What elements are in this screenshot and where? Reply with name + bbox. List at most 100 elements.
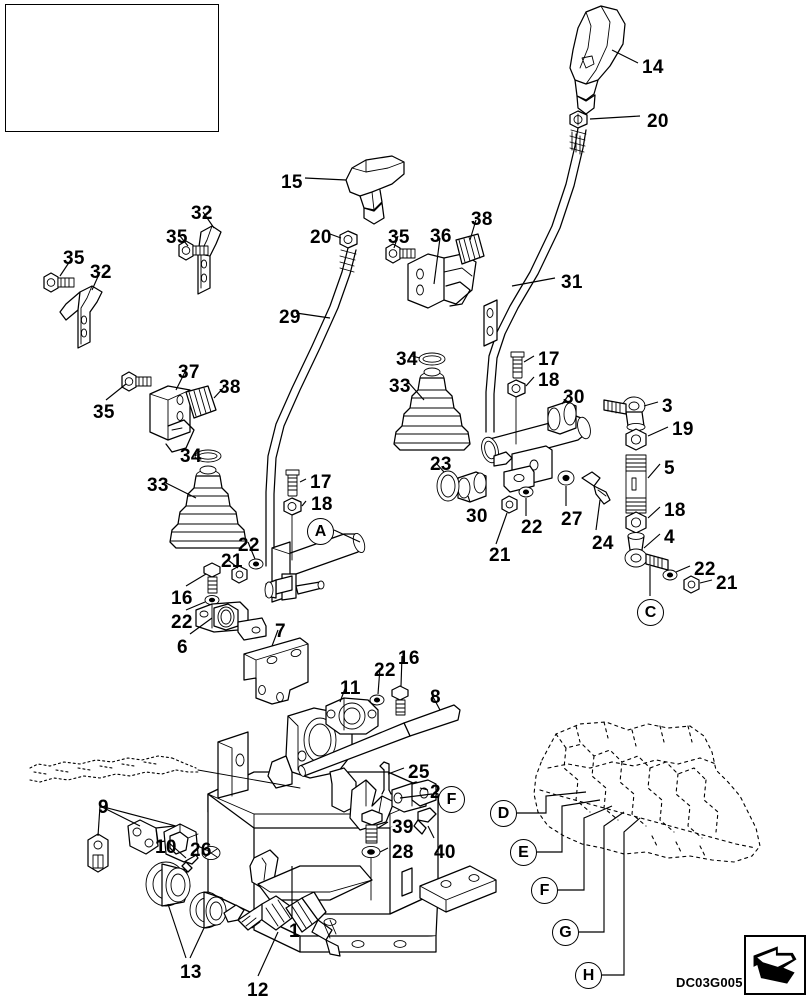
item-number-22-bearing: 22 [374,660,396,681]
callout-C: C [637,599,664,626]
bolt-16-left [203,562,221,594]
pin-8 [298,704,461,777]
link-9-right [163,823,199,863]
item-number-35-right: 35 [388,227,410,248]
washer-26 [201,845,221,861]
bolt-35-left2 [121,371,152,392]
boot-33-right [393,367,471,451]
callout-E: E [510,839,537,866]
item-number-18-right: 18 [538,370,560,391]
nut-19 [625,428,647,451]
item-number-35-left2: 35 [93,402,115,423]
item-number-15: 15 [281,172,303,193]
bushing-13-small [189,891,227,929]
item-number-40: 40 [434,842,456,863]
drawing-number: DC03G005 [676,975,743,990]
bolt-35-left [43,272,75,293]
item-number-6: 6 [177,637,188,658]
oring-34-left [194,449,222,463]
item-number-21-rodend: 21 [716,573,738,594]
item-number-16-bearing: 16 [398,648,420,669]
item-number-27: 27 [561,509,583,530]
item-number-22-rodend: 22 [694,559,716,580]
item-number-38-left: 38 [219,377,241,398]
callout-F: F [531,877,558,904]
lever-handle-14 [569,5,626,115]
item-number-13: 13 [180,962,202,983]
item-number-18-left: 18 [311,494,333,515]
item-number-7: 7 [275,621,286,642]
nut-20-lower [339,230,358,249]
lever-handle-15 [345,155,405,225]
item-number-17-right: 17 [538,349,560,370]
item-number-25: 25 [408,762,430,783]
pivot-shaft-assembly-left [264,532,366,603]
bolt-40 [413,807,437,835]
item-number-11: 11 [340,678,361,699]
item-number-38-right: 38 [471,209,493,230]
brand-logo-box [744,935,806,995]
item-number-21-tube: 21 [489,545,511,566]
item-number-32-left: 32 [90,262,112,283]
console-inset-border [5,4,219,132]
item-number-33-right: 33 [389,376,411,397]
item-number-37: 37 [178,362,200,383]
washer-22-clamp [204,594,220,606]
item-number-33-left: 33 [147,475,169,496]
item-number-4: 4 [664,527,675,548]
item-number-12: 12 [247,980,269,1000]
boot-33-left [169,465,247,549]
control-rod-29 [265,247,357,567]
callout-H: H [575,962,602,989]
item-number-34-left: 34 [180,446,202,467]
control-rod-31 [485,127,587,433]
nut-18-right [507,379,526,398]
item-number-20-upper: 20 [647,111,669,132]
rod-end-4 [624,532,669,571]
item-number-9: 9 [98,797,109,818]
pivot-tube-assembly-right [481,415,591,493]
bushing-13-large [145,861,191,907]
callout-G: G [552,919,579,946]
bracket-36 [407,253,477,309]
washer-22-left [248,558,264,570]
washer-28 [361,845,381,859]
item-number-8: 8 [430,687,441,708]
item-number-30-upper: 30 [563,387,585,408]
bearing-11 [325,697,379,735]
engine-phantom-outline [533,721,761,863]
item-number-39: 39 [392,817,414,838]
washer-22-tube [518,486,534,498]
lever-stop-32-left [59,285,103,349]
cotter-pin-25 [379,761,392,795]
item-number-36: 36 [430,226,452,247]
bolt-17-left [285,469,300,497]
bolt-17-right [510,351,525,379]
rod-bracket-31 [483,299,498,347]
item-number-16-left: 16 [171,588,193,609]
item-number-24: 24 [592,533,614,554]
washer-27 [557,470,575,486]
item-number-29: 29 [279,307,301,328]
item-number-26: 26 [190,840,212,861]
nut-21-left [231,565,248,584]
item-number-21-left: 21 [221,551,243,572]
bushing-30-lower [457,471,487,503]
item-number-22-clamp: 22 [171,612,193,633]
item-number-31: 31 [561,272,583,293]
item-number-19: 19 [672,419,694,440]
callout-D: D [490,800,517,827]
clamp-6 [195,601,267,641]
item-number-14: 14 [642,57,664,78]
item-number-22-tube: 22 [521,517,543,538]
item-number-10: 10 [155,837,177,858]
cable-phantom [29,755,199,783]
nut-21-tube [501,495,518,514]
rod-end-3 [603,396,646,432]
bolt-16-bearing [391,685,409,716]
bolt-35-right [385,243,416,264]
lever-stop-32-upper [197,225,222,295]
callout-F-mid: F [438,786,465,813]
